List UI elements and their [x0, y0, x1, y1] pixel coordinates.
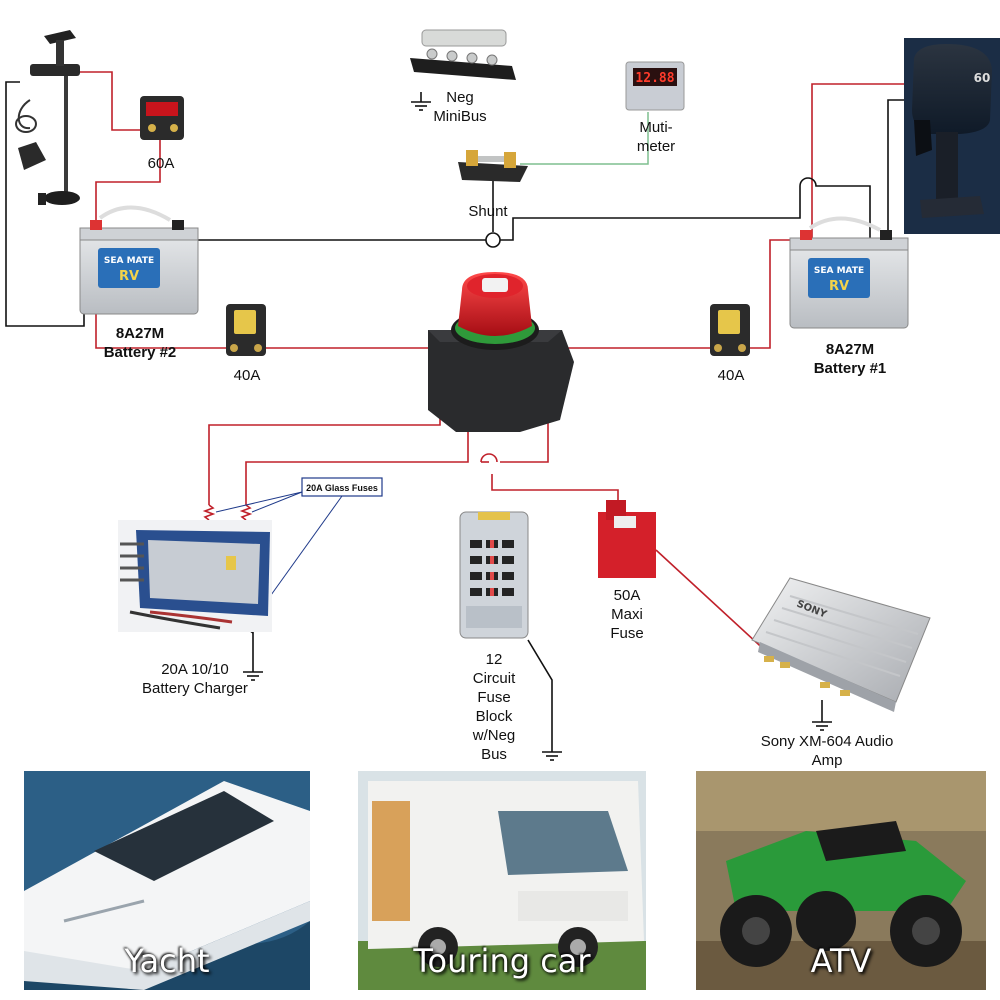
diagram-canvas: 12.88 SEA MATE RV SEA MATE RV 60: [5, 29, 1000, 761]
meter-display: 12.88: [635, 71, 674, 86]
shunt-icon: [458, 150, 528, 182]
battery-1-icon: SEA MATE RV: [789, 216, 909, 329]
battery-1-model: RV: [829, 279, 849, 294]
fuse-symbol-left: [202, 504, 216, 521]
atv-caption: ATV: [810, 942, 872, 980]
outboard-hp: 60: [974, 71, 991, 85]
touring-car-caption: Touring car: [413, 942, 591, 980]
battery-1-brand: SEA MATE: [814, 266, 864, 276]
yacht-caption: Yacht: [124, 942, 210, 980]
breaker-60a-label: 60A: [147, 155, 175, 172]
voltmeter-icon: 12.88: [625, 61, 685, 111]
trolling-motor-icon: [15, 30, 80, 205]
battery-2-model: RV: [119, 269, 139, 284]
amp-label: Sony XM-604 Audio Amp: [760, 733, 894, 769]
neg-minibus-icon: [410, 29, 516, 80]
yacht-photo: Yacht: [24, 771, 310, 990]
glass-fuses-label: 20A Glass Fuses: [306, 483, 378, 493]
battery-2-icon: SEA MATE RV: [79, 205, 199, 315]
breaker-40a-left-label: 40A: [233, 367, 261, 384]
atv-photo: ATV: [696, 771, 986, 990]
breaker-40a-right-label: 40A: [717, 367, 745, 384]
circuit-breaker-40a-left-icon: [226, 304, 266, 356]
ground-icon: [243, 92, 832, 761]
battery-2-label: 8A27M Battery #2: [103, 325, 177, 361]
maxi-fuse-icon: [598, 500, 656, 578]
neg-minibus-label: Neg MiniBus: [433, 89, 487, 125]
mutimeter-label: Muti- meter: [636, 119, 676, 155]
glass-fuses-callout: 20A Glass Fuses: [215, 477, 383, 617]
positive-wires: [78, 71, 908, 656]
negative-wires: [5, 81, 906, 748]
outboard-motor-photo: 60: [904, 38, 1000, 234]
battery-charger-icon: [118, 520, 272, 632]
battery-2-brand: SEA MATE: [104, 256, 154, 266]
circuit-breaker-40a-right-icon: [710, 304, 750, 356]
shunt-label: Shunt: [468, 203, 508, 220]
fuse-symbol-right: [239, 504, 253, 521]
battery-selector-switch-icon: [428, 272, 574, 432]
battery-charger-label: 20A 10/10 Battery Charger: [142, 661, 248, 697]
fuse-block-icon: [459, 511, 529, 639]
meter-sense-wire: [520, 112, 649, 165]
sony-amplifier-icon: SONY: [751, 577, 931, 712]
wire-hop: [480, 453, 498, 463]
touring-car-photo: Touring car: [358, 771, 646, 990]
circuit-breaker-60a-icon: [140, 96, 184, 140]
maxi-fuse-label: 50A Maxi Fuse: [610, 587, 644, 642]
battery-1-label: 8A27M Battery #1: [813, 341, 887, 377]
wire-junction: [485, 232, 501, 248]
fuse-block-label: 12 Circuit Fuse Block w/Neg Bus: [472, 651, 516, 763]
